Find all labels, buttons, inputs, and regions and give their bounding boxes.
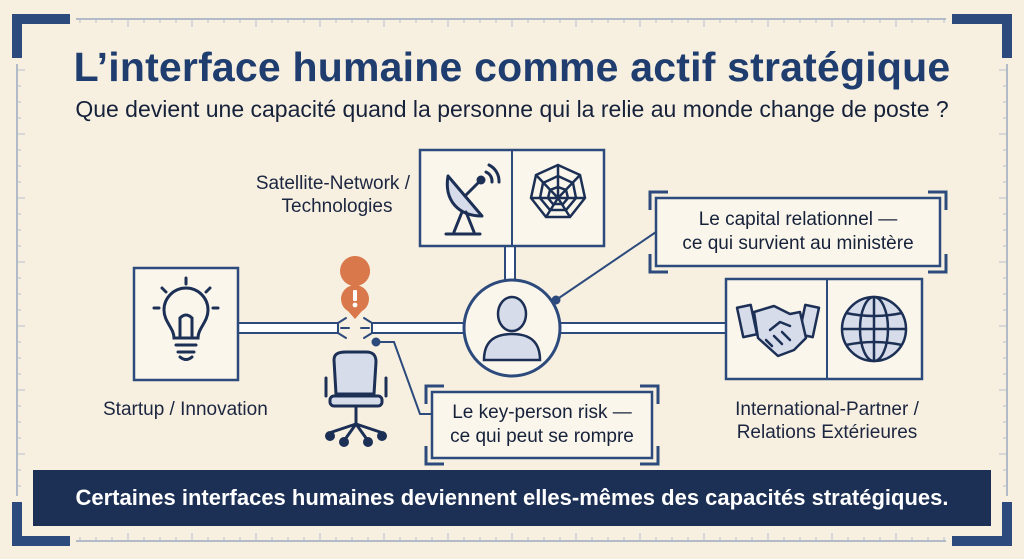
startup-box [132, 266, 240, 382]
ruler-ticks [17, 19, 1007, 541]
startup-label: Startup / Innovation [103, 399, 268, 420]
page-title: L’interface humaine comme actif stratégi… [73, 44, 951, 90]
callout-risk-line1: Le key-person risk — [452, 402, 632, 423]
lightbulb-icon [152, 276, 220, 361]
callout-capital-line1: Le capital relationnel — [698, 209, 898, 230]
callout-capital-box [648, 190, 948, 274]
satellite-dish-icon [444, 163, 501, 236]
page-subtitle: Que devient une capacité quand la person… [75, 96, 949, 122]
frame-corners [12, 14, 1012, 546]
office-chair-icon [324, 350, 388, 447]
callout-risk-box [424, 384, 660, 466]
callout-capital: Le capital relationnel — ce qui survient… [656, 208, 940, 256]
callout-pointers [371, 231, 657, 415]
international-label-line2: Relations Extérieures [736, 422, 918, 443]
conclusion-banner: Certaines interfaces humaines deviennent… [33, 470, 991, 526]
person-node [462, 278, 562, 378]
satellite-box [418, 148, 606, 248]
satellite-label-line1: Satellite-Network / [255, 173, 410, 194]
warning-icon [340, 256, 371, 319]
broken-link-break [337, 317, 373, 339]
frame-lines [16, 18, 1008, 542]
conclusion-text: Certaines interfaces humaines deviennent… [75, 485, 949, 510]
satellite-label-line2: Technologies [281, 196, 393, 217]
international-label-line1: International-Partner / [735, 399, 919, 420]
international-box [724, 277, 924, 381]
satellite-label: Satellite-Network / Technologies [234, 172, 410, 218]
network-web-icon [529, 163, 587, 219]
handshake-icon [735, 303, 821, 358]
globe-icon [840, 295, 908, 363]
callout-risk-line2: ce qui peut se rompre [450, 426, 634, 447]
callout-risk: Le key-person risk — ce qui peut se romp… [432, 401, 652, 449]
person-icon [482, 295, 542, 362]
international-label: International-Partner / Relations Extéri… [720, 398, 934, 444]
callout-capital-line2: ce qui survient au ministère [682, 233, 914, 254]
